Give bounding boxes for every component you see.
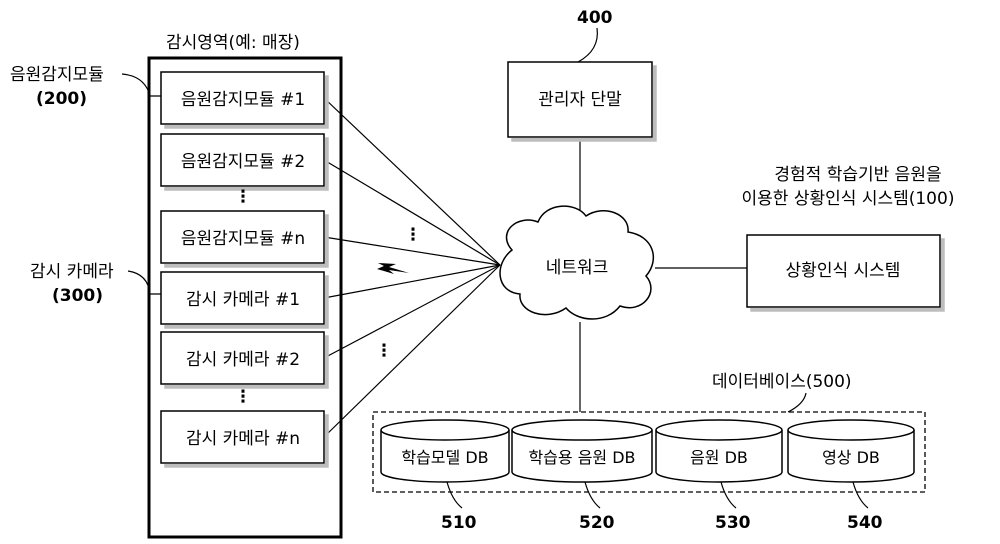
link-module-2 — [324, 160, 500, 265]
admin-terminal-label: 관리자 단말 — [538, 90, 622, 110]
admin-terminal-ref-leader — [578, 28, 597, 62]
camera-callout-leader — [128, 271, 161, 294]
link-camera-n — [324, 265, 500, 437]
camera-links-ellipsis: ⋮ — [376, 341, 393, 361]
sound-module-label-n: 음원감지모듈 #n — [181, 229, 305, 249]
db-ref-leader-510 — [447, 482, 462, 508]
sound-module-callout-ref: (200) — [36, 89, 87, 109]
camera-label-2: 감시 카메라 #2 — [186, 350, 300, 370]
camera-ellipsis: ⋮ — [235, 387, 252, 407]
link-camera-1 — [324, 265, 500, 298]
sound-module-callout-leader — [122, 74, 161, 96]
db-ref-530: 530 — [715, 513, 751, 533]
monitoring-area-title: 감시영역(예: 매장) — [166, 33, 300, 53]
db-label-training-sound: 학습용 음원 DB — [528, 448, 635, 467]
camera-callout-ref: (300) — [52, 286, 103, 306]
database-title-leader — [788, 393, 806, 412]
wireless-signal-icon — [377, 263, 409, 274]
admin-terminal-ref: 400 — [577, 8, 613, 28]
system-label: 상황인식 시스템 — [786, 261, 901, 281]
camera-label-1: 감시 카메라 #1 — [186, 290, 300, 310]
camera-callout-name: 감시 카메라 — [30, 262, 114, 282]
sound-module-ellipsis: ⋮ — [235, 187, 252, 207]
db-ref-510: 510 — [441, 513, 477, 533]
database-title: 데이터베이스(500) — [712, 372, 852, 392]
camera-label-n: 감시 카메라 #n — [186, 429, 300, 449]
link-camera-2 — [324, 265, 500, 358]
module-links-ellipsis: ⋮ — [405, 225, 422, 245]
sound-module-label-2: 음원감지모듈 #2 — [181, 152, 305, 172]
sound-module-label-1: 음원감지모듈 #1 — [181, 90, 305, 110]
db-ref-leader-520 — [585, 482, 600, 508]
network-label: 네트워크 — [546, 258, 609, 278]
db-ref-leader-540 — [853, 482, 868, 508]
db-label-learning-model: 학습모델 DB — [401, 448, 488, 467]
system-caption-line1: 경험적 학습기반 음원을 — [774, 165, 941, 185]
system-caption-line2: 이용한 상황인식 시스템(100) — [742, 189, 955, 209]
db-ref-520: 520 — [579, 513, 615, 533]
sound-module-callout-name: 음원감지모듈 — [10, 65, 104, 85]
db-label-sound: 음원 DB — [690, 448, 748, 467]
db-ref-leader-530 — [721, 482, 736, 508]
db-label-video: 영상 DB — [822, 448, 880, 467]
db-ref-540: 540 — [847, 513, 883, 533]
